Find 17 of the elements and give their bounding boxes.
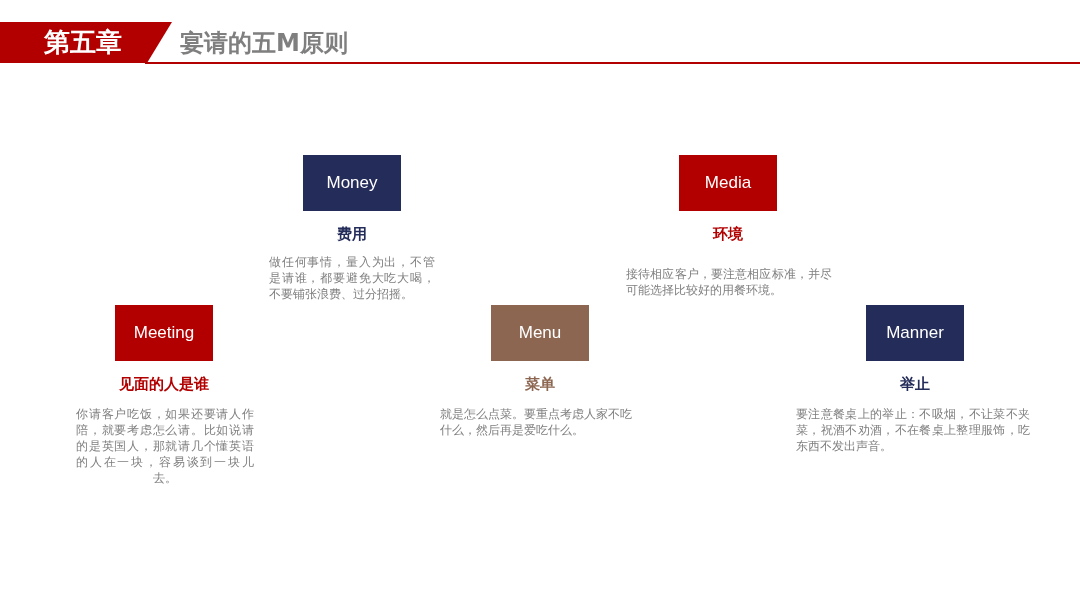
heading: 费用 [337,224,367,244]
description: 要注意餐桌上的举止：不吸烟，不让菜不夹菜，祝酒不劝酒，不在餐桌上整理服饰，吃东西不发出声音。 [796,406,1030,454]
label-box: Manner [866,305,964,361]
description: 你请客户吃饭，如果还要请人作陪，就要考虑怎么请。比如说请的是英国人，那就请几个懂英语的人在一块，容易谈到一块儿去。 [76,406,254,486]
heading: 菜单 [525,374,555,394]
label-box: Meeting [115,305,213,361]
heading: 举止 [900,374,930,394]
description: 就是怎么点菜。要重点考虑人家不吃什么，然后再是爱吃什么。 [440,406,632,438]
heading: 见面的人是谁 [119,374,209,394]
chapter-label: 第五章 [44,26,122,58]
title: 宴请的五M原则 [180,28,348,58]
label-box: Media [679,155,777,211]
heading: 环境 [713,224,743,244]
label-box: Menu [491,305,589,361]
description: 做任何事情，量入为出，不管是请谁，都要避免大吃大喝，不要铺张浪费、过分招摇。 [269,254,435,302]
description: 接待相应客户，要注意相应标准，并尽可能选择比较好的用餐环境。 [626,266,832,298]
label-box: Money [303,155,401,211]
